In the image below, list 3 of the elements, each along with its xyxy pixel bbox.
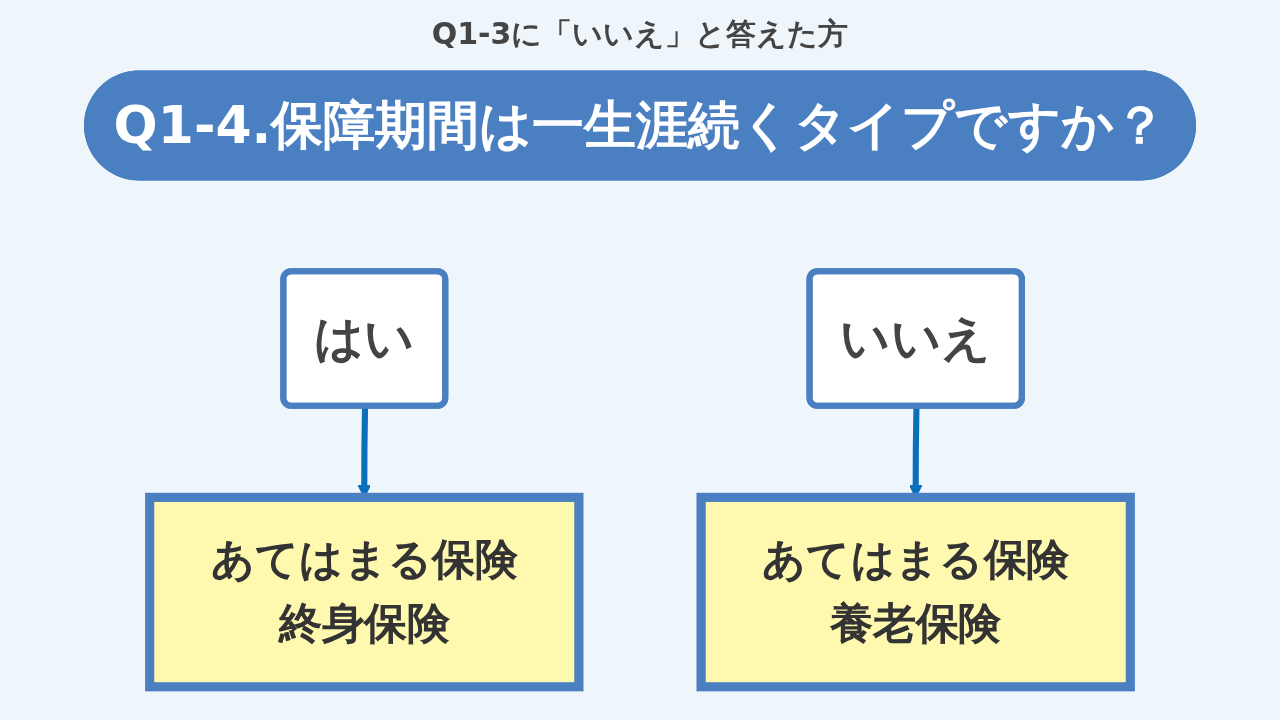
heading: Q1-3に「いいえ」と答えた方	[430, 15, 850, 53]
node-box: あてはまる保険 養老保険	[696, 492, 1135, 692]
node-box: あてはまる保険 終身保険	[145, 492, 584, 692]
